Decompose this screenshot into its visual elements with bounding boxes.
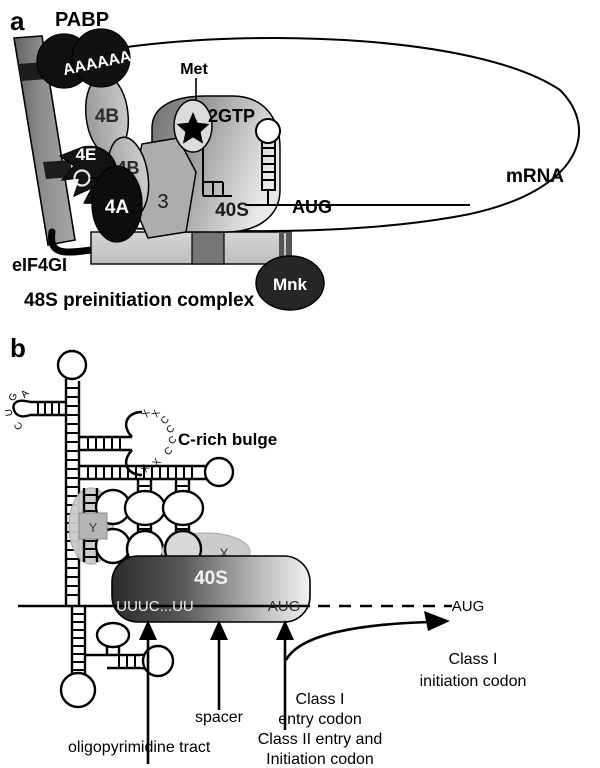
protein-x-label: X bbox=[219, 545, 229, 561]
annot-entry-line2: entry codon bbox=[278, 711, 362, 728]
horizontal-duplex bbox=[79, 456, 235, 488]
annot-entry-line3: Class II entry and bbox=[258, 731, 383, 748]
panel-a: a Mnk 40S bbox=[10, 6, 581, 311]
panel-a-caption: 48S preinitiation complex bbox=[24, 290, 255, 311]
apical-hairpin bbox=[56, 349, 88, 381]
met-star-icon bbox=[176, 112, 210, 144]
mnk-protein: Mnk bbox=[255, 255, 325, 311]
eif4gi-cylinder bbox=[13, 35, 76, 246]
mrna-label: mRNA bbox=[506, 166, 564, 187]
apical-loop-circle bbox=[56, 349, 88, 381]
oligopyrimidine-seq-label: UUUC...UU bbox=[116, 598, 194, 615]
eif4e-label: 4E bbox=[76, 145, 97, 164]
protein-y-site: Y bbox=[68, 487, 132, 565]
lower-hairpin-cluster bbox=[59, 606, 175, 709]
annot-entry-line1: Class I bbox=[296, 691, 345, 708]
eif4a-label: 4A bbox=[105, 197, 130, 218]
annot-entry-line4: Initiation codon bbox=[266, 751, 374, 768]
left-hairpin-gauc: A G U C bbox=[3, 388, 66, 432]
pabp-protein: PABP AAAAAA bbox=[36, 9, 133, 89]
eif4gi-hook bbox=[48, 228, 96, 256]
right-terminal-loop bbox=[203, 456, 235, 488]
ternary-complex: Met 2GTP bbox=[173, 61, 255, 153]
aug-downstream-label: AUG bbox=[452, 598, 485, 615]
bulge-residue-1: X bbox=[150, 408, 163, 420]
loop-residue-a: A bbox=[19, 388, 32, 401]
mrna-backbone-a: AUG bbox=[246, 118, 470, 217]
annotation-arrows bbox=[139, 611, 450, 764]
protein-y-label: Y bbox=[89, 520, 98, 535]
c-rich-bulge-label: C-rich bulge bbox=[178, 430, 277, 449]
aug-label-a: AUG bbox=[292, 197, 332, 217]
gtp-label: 2GTP bbox=[208, 106, 255, 126]
eif4b-upper-label: 4B bbox=[95, 106, 119, 127]
annot-oligopyrimidine-label: oligopyrimidine tract bbox=[68, 739, 211, 756]
loop-residue-g: G bbox=[7, 391, 20, 402]
mrna-backbone-b: UUUC...UU AUG AUG bbox=[18, 598, 484, 615]
annot-class1-line1: Class I bbox=[449, 651, 498, 668]
mrna-loop-path bbox=[119, 36, 581, 233]
eif3-label: 3 bbox=[157, 191, 168, 213]
panel-a-letter: a bbox=[10, 6, 25, 36]
bulge-residue-0: X bbox=[140, 408, 153, 420]
ribosome-40s-a-label: 40S bbox=[215, 200, 249, 221]
panel-b: b bbox=[3, 333, 526, 768]
met-label: Met bbox=[180, 61, 208, 78]
eif4gi-label: eIF4GI bbox=[12, 255, 67, 275]
eif4b-upper: 4B bbox=[84, 74, 130, 156]
panel-b-letter: b bbox=[10, 333, 26, 363]
loop-residue-u: U bbox=[3, 408, 15, 417]
mnk-label: Mnk bbox=[273, 275, 308, 294]
aug-entry-label: AUG bbox=[268, 598, 301, 615]
annot-class1-line2: initiation codon bbox=[420, 673, 527, 690]
bulge-residue-7: X bbox=[139, 463, 152, 475]
ribosome-40s-b-label: 40S bbox=[194, 568, 228, 589]
eif4a-protein: 4A bbox=[91, 165, 143, 243]
cap-structure-icon bbox=[73, 169, 91, 187]
annot-spacer-label: spacer bbox=[195, 709, 244, 726]
scanning-arrowhead bbox=[424, 611, 450, 631]
loop-residue-c: C bbox=[12, 419, 25, 431]
main-vertical-stem bbox=[64, 381, 81, 606]
scanning-curve bbox=[284, 620, 431, 661]
pabp-label: PABP bbox=[55, 9, 109, 31]
